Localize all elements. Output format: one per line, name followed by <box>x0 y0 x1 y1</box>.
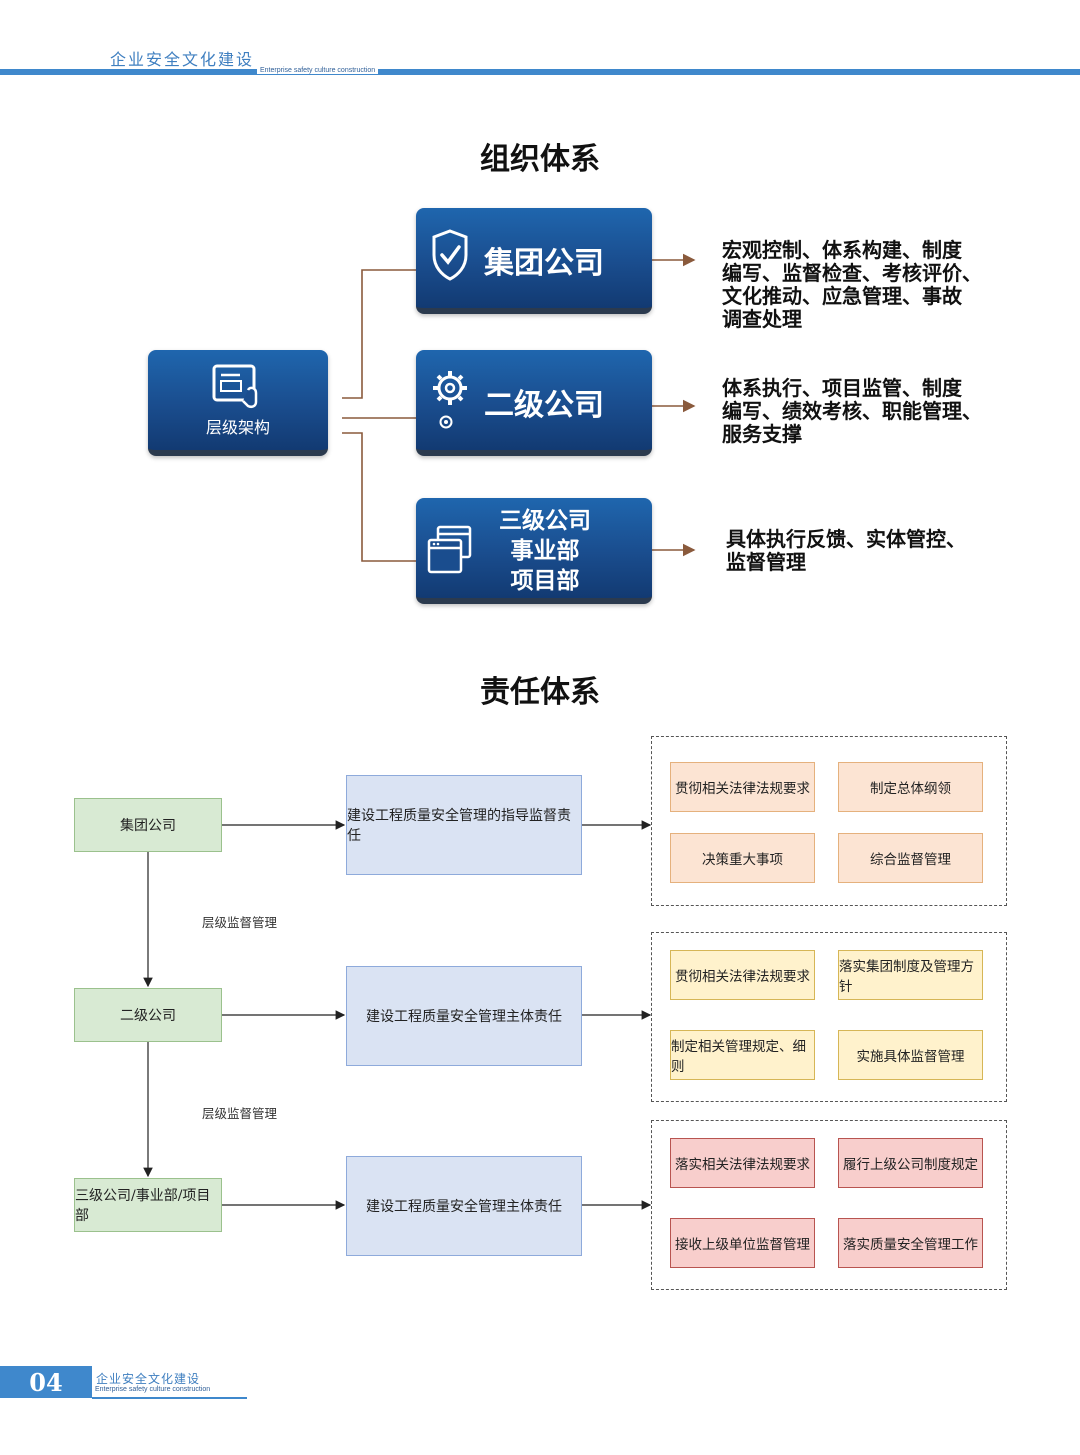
task-box: 综合监督管理 <box>838 833 983 883</box>
task-box: 贯彻相关法律法规要求 <box>670 950 815 1000</box>
resp-section-title: 责任体系 <box>480 675 600 710</box>
level-supervision-label: 层级监督管理 <box>202 915 278 930</box>
windows-icon <box>426 524 474 580</box>
org-connector-1 <box>342 269 416 399</box>
org-node-label: 三级公司 事业部 项目部 <box>482 506 608 596</box>
gears-icon <box>430 368 470 438</box>
org-desc-line: 编写、监督检查、考核评价、 <box>722 261 982 285</box>
task-box: 贯彻相关法律法规要求 <box>670 762 815 812</box>
task-group <box>651 932 1007 1102</box>
duty-box: 建设工程质量安全管理主体责任 <box>346 1156 582 1256</box>
footer-line <box>92 1397 247 1399</box>
org-desc-line: 调查处理 <box>722 307 802 331</box>
duty-box: 建设工程质量安全管理主体责任 <box>346 966 582 1066</box>
org-desc-third: 具体执行反馈、实体管控、 监督管理 <box>726 528 966 574</box>
header-bar <box>0 69 1080 75</box>
org-desc-line: 具体执行反馈、实体管控、 <box>726 527 966 551</box>
org-desc-group: 宏观控制、体系构建、制度 编写、监督检查、考核评价、 文化推动、应急管理、事故 … <box>722 239 982 331</box>
task-group <box>651 736 1007 906</box>
header-subtitle: Enterprise safety culture construction <box>257 67 379 74</box>
org-node-label: 集团公司 <box>484 246 604 281</box>
task-box: 制定总体纲领 <box>838 762 983 812</box>
org-desc-line: 体系执行、项目监管、制度 <box>722 376 962 400</box>
shield-check-icon <box>430 228 470 286</box>
org-node-group: 集团公司 <box>416 208 652 314</box>
header-title: 企业安全文化建设 <box>110 50 255 69</box>
task-box: 落实相关法律法规要求 <box>670 1138 815 1188</box>
org-node-third: 三级公司 事业部 项目部 <box>416 498 652 604</box>
org-node-second: 二级公司 <box>416 350 652 456</box>
org-desc-second: 体系执行、项目监管、制度 编写、绩效考核、职能管理、 服务支撑 <box>722 377 982 446</box>
page-number: 04 <box>0 1366 92 1398</box>
org-section-title: 组织体系 <box>480 142 600 177</box>
org-node-label-line: 事业部 <box>510 538 580 564</box>
task-box: 制定相关管理规定、细则 <box>670 1030 815 1080</box>
duty-box: 建设工程质量安全管理的指导监督责任 <box>346 775 582 875</box>
org-desc-line: 服务支撑 <box>722 422 802 446</box>
level-supervision-label: 层级监督管理 <box>202 1106 278 1121</box>
task-box: 决策重大事项 <box>670 833 815 883</box>
org-root-label: 层级架构 <box>205 418 270 437</box>
footer-title: 企业安全文化建设 <box>96 1372 201 1386</box>
org-desc-line: 编写、绩效考核、职能管理、 <box>722 399 982 423</box>
task-box: 接收上级单位监督管理 <box>670 1218 815 1268</box>
task-group <box>651 1120 1007 1290</box>
footer-subtitle: Enterprise safety culture construction <box>95 1386 211 1393</box>
entity-box: 集团公司 <box>74 798 222 852</box>
task-box: 实施具体监督管理 <box>838 1030 983 1080</box>
org-node-label-line: 三级公司 <box>499 508 591 534</box>
task-box: 履行上级公司制度规定 <box>838 1138 983 1188</box>
task-box: 落实集团制度及管理方针 <box>838 950 983 1000</box>
org-node-label: 二级公司 <box>484 388 604 423</box>
org-desc-line: 宏观控制、体系构建、制度 <box>722 238 962 262</box>
task-box: 落实质量安全管理工作 <box>838 1218 983 1268</box>
org-root-box: 层级架构 <box>148 350 328 456</box>
org-node-label-line: 项目部 <box>510 568 580 594</box>
org-connector-3 <box>342 432 416 562</box>
org-desc-line: 文化推动、应急管理、事故 <box>722 284 962 308</box>
org-desc-line: 监督管理 <box>726 550 806 574</box>
entity-box: 三级公司/事业部/项目部 <box>74 1178 222 1232</box>
document-hand-icon <box>210 362 264 414</box>
entity-box: 二级公司 <box>74 988 222 1042</box>
